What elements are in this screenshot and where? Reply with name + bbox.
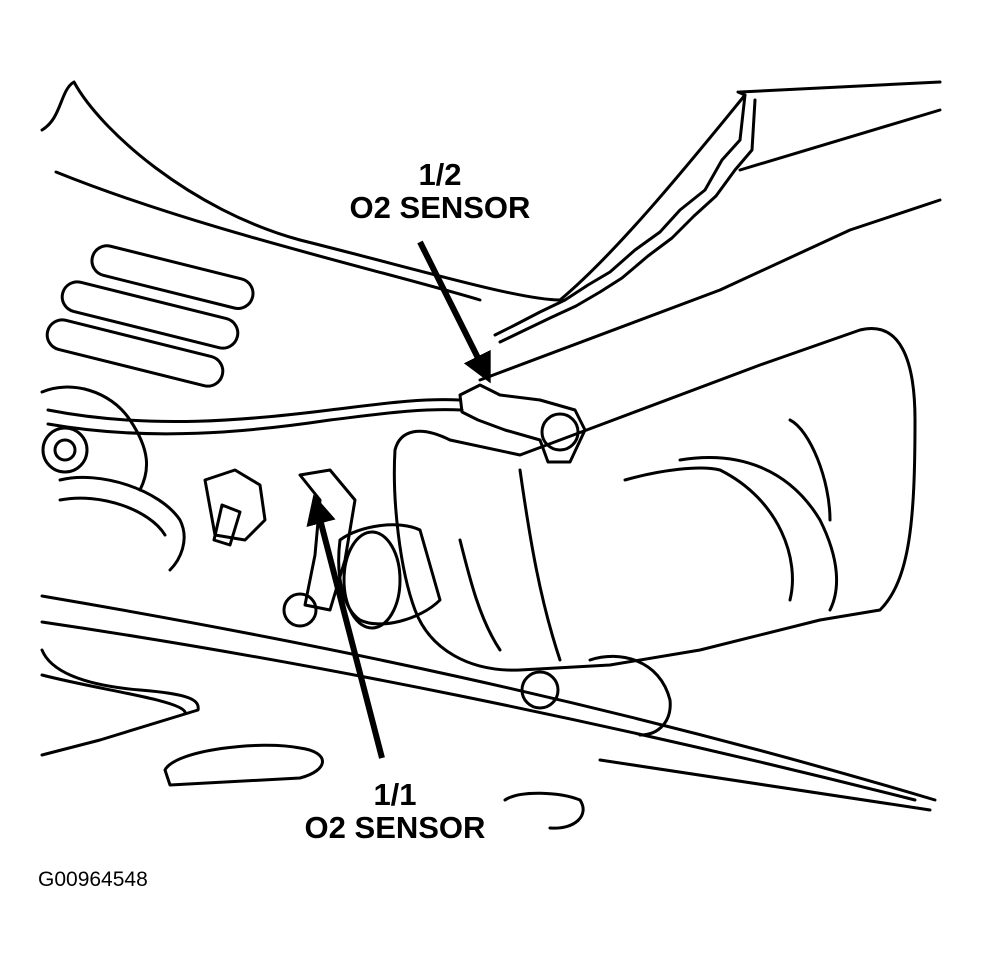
lower-fitting-2: [282, 592, 318, 628]
floor-pan-edge: [598, 758, 932, 812]
converter-seam-4: [678, 456, 839, 612]
vent-slot-3: [45, 318, 225, 388]
right-side-panel-lower: [738, 108, 942, 172]
floor-pan-recess-2: [503, 791, 585, 830]
downstream-position-code: 1/1: [373, 777, 417, 812]
engine-bay-bracket: [40, 385, 149, 492]
mounting-stud: [212, 503, 242, 547]
vent-slot-2: [60, 280, 240, 350]
converter-rib: [788, 418, 832, 522]
right-side-panel: [738, 80, 942, 94]
upstream-callout-arrow: [417, 240, 491, 384]
converter-seam-1: [458, 538, 502, 652]
engine-bay-hose-2: [58, 496, 167, 537]
floor-pan-ridge: [40, 673, 187, 714]
upper-body-panel-edge: [54, 170, 482, 302]
converter-seam-3: [623, 466, 794, 602]
crossmember-upper: [40, 594, 937, 802]
upstream-sensor-body: [458, 383, 587, 464]
upstream-sensor-name: O2 SENSOR: [349, 190, 531, 226]
exhaust-pipe-flange: [342, 530, 402, 630]
downstream-o2-sensor-label: 1/1 O2 SENSOR: [285, 778, 505, 845]
frame-rail-seam: [493, 93, 747, 337]
downstream-callout-arrow: [306, 494, 385, 759]
lower-fitting: [520, 670, 560, 710]
upstream-o2-sensor-label: 1/2 O2 SENSOR: [330, 158, 550, 225]
heat-shield-top: [478, 198, 942, 382]
vent-slot-1: [90, 244, 255, 310]
downstream-sensor-name: O2 SENSOR: [304, 810, 486, 846]
engine-bay-fitting-inner: [53, 438, 77, 462]
floor-pan-recess-1: [163, 743, 324, 787]
upstream-position-code: 1/2: [418, 157, 462, 192]
sensor-wiring-harness-2: [46, 408, 464, 436]
floor-pan-outline: [40, 648, 200, 757]
figure-code: G00964548: [38, 868, 148, 891]
frame-rail-seam-inner: [498, 98, 757, 344]
engine-bay-fitting: [41, 426, 89, 474]
catalytic-converter: [392, 327, 917, 672]
crossmember-lower: [40, 620, 917, 802]
upper-body-panel: [40, 80, 747, 302]
engine-bay-hose: [58, 475, 186, 572]
converter-seam-2: [518, 468, 562, 662]
lower-pulley: [588, 654, 672, 737]
exhaust-pipe: [337, 523, 442, 626]
sensor-wiring-harness: [46, 398, 462, 424]
